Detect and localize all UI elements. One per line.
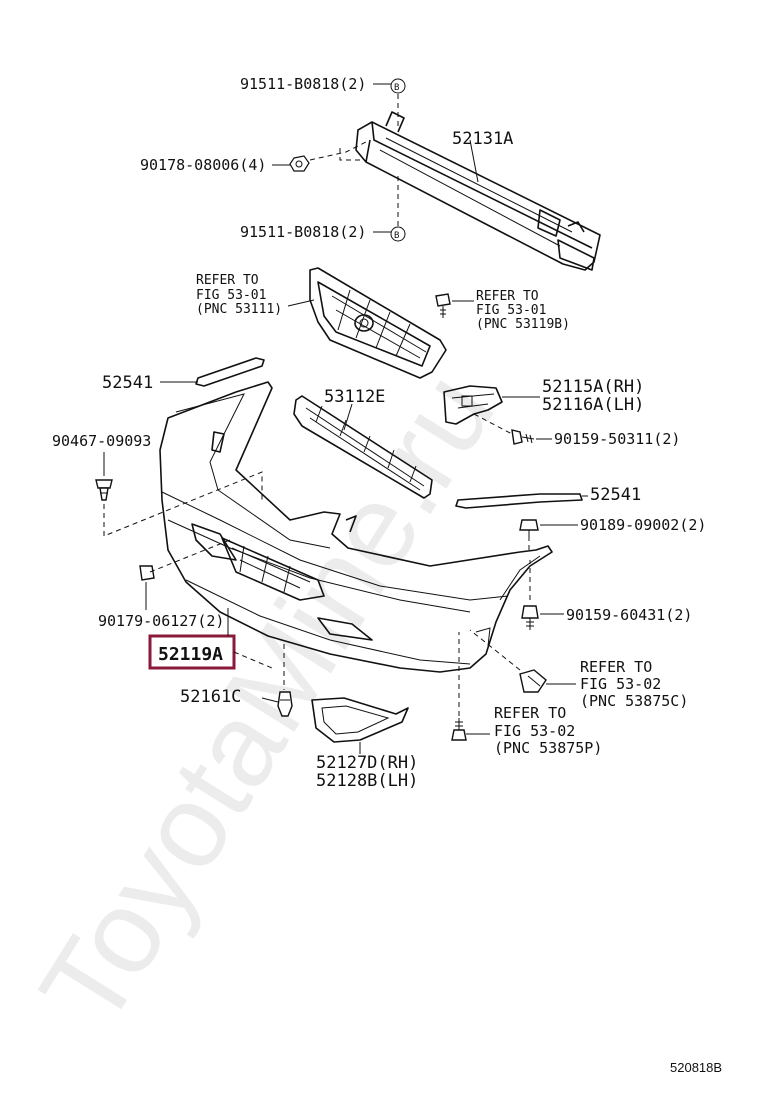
- nut-90178-label: 90178-08006(4): [140, 156, 266, 174]
- clip-90179-label: 90179-06127(2): [98, 612, 224, 630]
- nut-90189-label: 90189-09002(2): [580, 516, 706, 534]
- emblem-clip-icon: [435, 293, 451, 318]
- screw-icon: [511, 429, 535, 445]
- screw-90159-a-label: 90159-50311(2): [554, 430, 680, 448]
- refer-emblem-line2: FIG 53-01: [476, 303, 546, 318]
- refer-p-line1: REFER TO: [494, 704, 566, 722]
- refer-c-line2: FIG 53-02: [580, 675, 661, 693]
- refer-c-line3: (PNC 53875C): [580, 692, 688, 710]
- retainer-rh-label: 52115A(RH): [542, 377, 644, 397]
- retainer-lh-label: 52116A(LH): [542, 395, 644, 415]
- bolt-91511-top-label: 91511-B0818(2): [240, 75, 366, 93]
- reinforcement-label: 52131A: [452, 129, 513, 149]
- bolt-b-icon: B: [390, 78, 406, 94]
- refer-p-line3: (PNC 53875P): [494, 739, 602, 757]
- retainer-clip-icon: [519, 669, 547, 693]
- lower-grille: [293, 395, 433, 499]
- push-clip-icon: [277, 691, 293, 717]
- clip-90467-label: 90467-09093: [52, 432, 151, 450]
- figure-code: 520818B: [670, 1060, 722, 1075]
- bumper-retainer: [443, 385, 503, 425]
- molding-right: [455, 493, 583, 509]
- refer-grille-line2: FIG 53-01: [196, 288, 266, 303]
- fog-cover-rh-label: 52127D(RH): [316, 753, 418, 773]
- lower-grille-label: 53112E: [324, 387, 385, 407]
- svg-text:B: B: [394, 83, 399, 93]
- molding-upper-left: [195, 357, 265, 387]
- screw-icon: [521, 605, 539, 630]
- screw-icon: [451, 718, 467, 741]
- clip-icon: [95, 479, 113, 501]
- fog-cover-lh-label: 52128B(LH): [316, 771, 418, 791]
- clip-52161-label: 52161C: [180, 687, 241, 707]
- refer-emblem-line1: REFER TO: [476, 289, 539, 304]
- front-bumper-cover: [159, 381, 553, 673]
- refer-grille-line3: (PNC 53111): [196, 302, 282, 317]
- refer-emblem-line3: (PNC 53119B): [476, 317, 570, 332]
- bolt-91511-bottom-label: 91511-B0818(2): [240, 223, 366, 241]
- svg-text:B: B: [394, 231, 399, 241]
- molding-right-label: 52541: [590, 485, 641, 505]
- fog-lamp-cover: [311, 697, 409, 743]
- molding-upper-left-label: 52541: [102, 373, 153, 393]
- bolt-b-icon: B: [390, 226, 406, 242]
- clip-icon: [139, 565, 155, 581]
- refer-p-line2: FIG 53-02: [494, 722, 575, 740]
- radiator-grille: [309, 267, 447, 379]
- refer-c-line1: REFER TO: [580, 658, 652, 676]
- nut-clip-icon: [519, 519, 539, 536]
- cover-label[interactable]: 52119A: [158, 644, 223, 665]
- nut-icon: [289, 155, 310, 172]
- bumper-reinforcement: [355, 111, 601, 271]
- refer-grille-line1: REFER TO: [196, 273, 259, 288]
- screw-90159-b-label: 90159-60431(2): [566, 606, 692, 624]
